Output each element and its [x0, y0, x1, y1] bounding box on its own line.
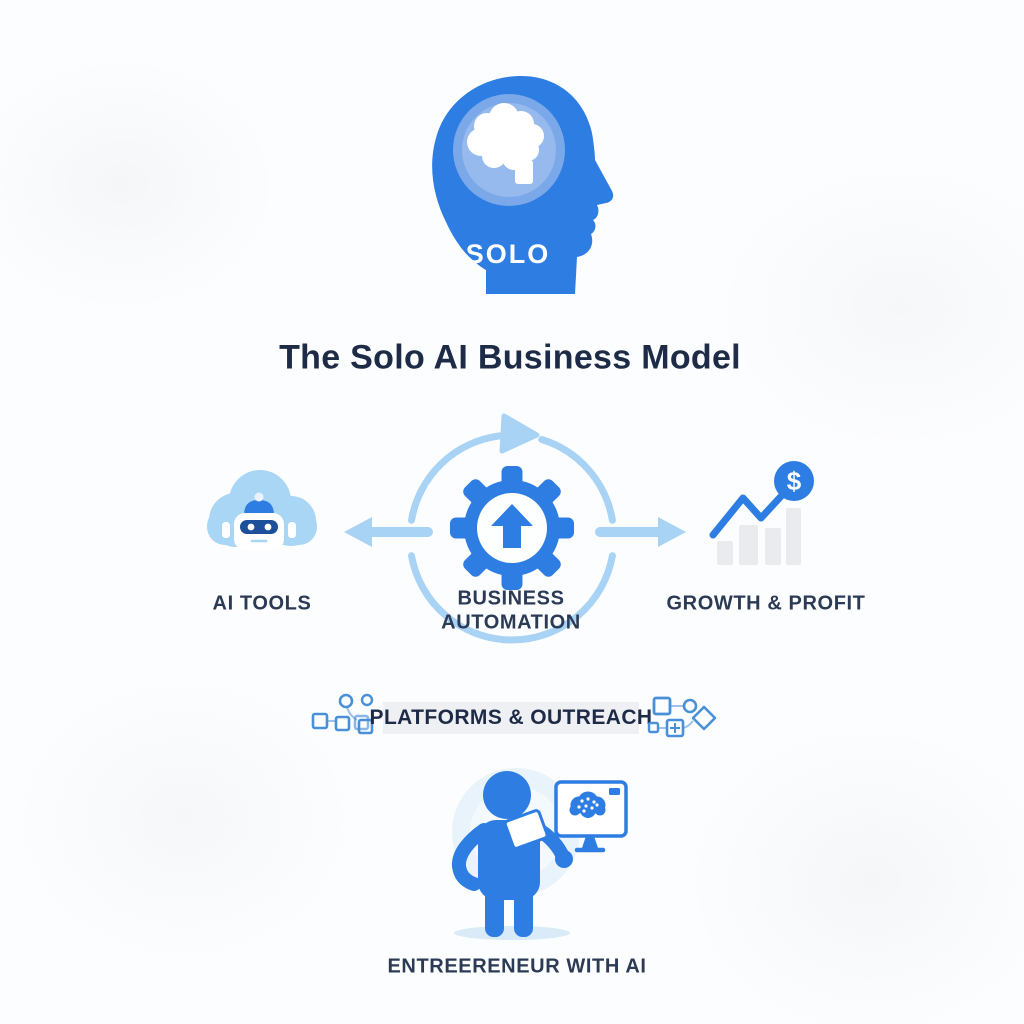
- dollar-sign: $: [787, 466, 802, 496]
- ai-tools-label: AI TOOLS: [212, 592, 312, 615]
- business-automation-label-line2: AUTOMATION: [441, 611, 581, 634]
- brain-glyph: [467, 103, 544, 184]
- monitor-icon: [554, 780, 628, 853]
- page-title: The Solo AI Business Model: [279, 338, 741, 377]
- solo-head-brain-icon: SOLO: [432, 76, 614, 294]
- gear-up-arrow-icon: [450, 466, 574, 590]
- person-figure: [452, 771, 570, 937]
- platforms-banner-label: PLATFORMS & OUTREACH: [369, 706, 653, 729]
- entrepreneur-label: ENTREERENEUR WITH AI: [387, 955, 647, 978]
- entrepreneur-with-monitor-icon: [452, 768, 628, 940]
- business-automation-label-line1: BUSINESS: [457, 587, 565, 610]
- flow-diagram: $: [207, 413, 814, 644]
- arrow-right-icon: [595, 517, 686, 547]
- circuit-nodes-left-icon: [311, 693, 374, 735]
- hand: [555, 850, 573, 868]
- circuit-nodes-right-icon: [647, 696, 717, 738]
- growth-chart-dollar-icon: $: [709, 461, 814, 565]
- cycle-arrow-icon: [408, 432, 616, 644]
- tablet-icon: [503, 809, 549, 850]
- arrow-left-icon: [344, 517, 433, 547]
- growth-profit-label: GROWTH & PROFIT: [666, 592, 866, 615]
- up-arrow-glyph: [491, 504, 533, 548]
- solo-badge-text: SOLO: [466, 239, 551, 269]
- cloud-robot-icon: [207, 470, 317, 550]
- cycle-arrowhead: [499, 413, 540, 454]
- platforms-banner: PLATFORMS & OUTREACH: [370, 702, 652, 734]
